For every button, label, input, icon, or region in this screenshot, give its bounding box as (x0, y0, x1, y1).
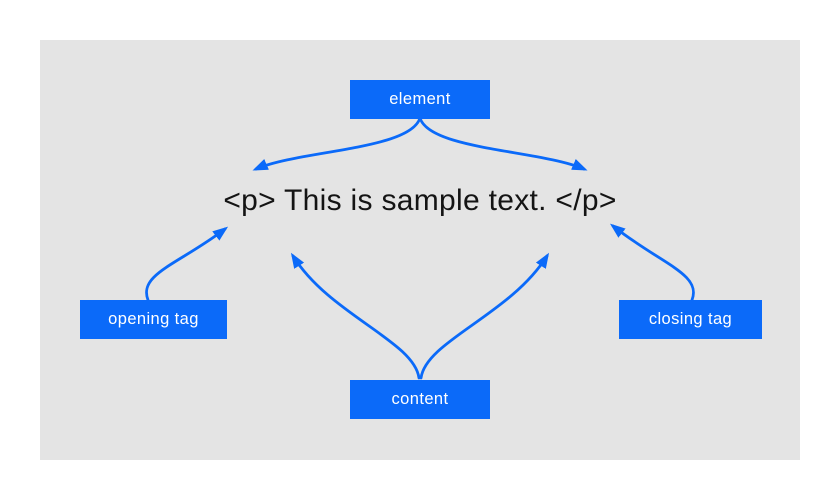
label-closing-tag-text: closing tag (648, 310, 733, 328)
label-element: element (350, 80, 490, 119)
label-closing-tag: closing tag (619, 300, 762, 339)
label-content-text: content (391, 390, 449, 408)
label-opening-tag-text: opening tag (108, 310, 199, 328)
code-line: <p> This is sample text. </p> (223, 184, 617, 217)
label-content: content (350, 380, 490, 419)
label-opening-tag: opening tag (80, 300, 227, 339)
label-element-text: element (389, 90, 451, 108)
